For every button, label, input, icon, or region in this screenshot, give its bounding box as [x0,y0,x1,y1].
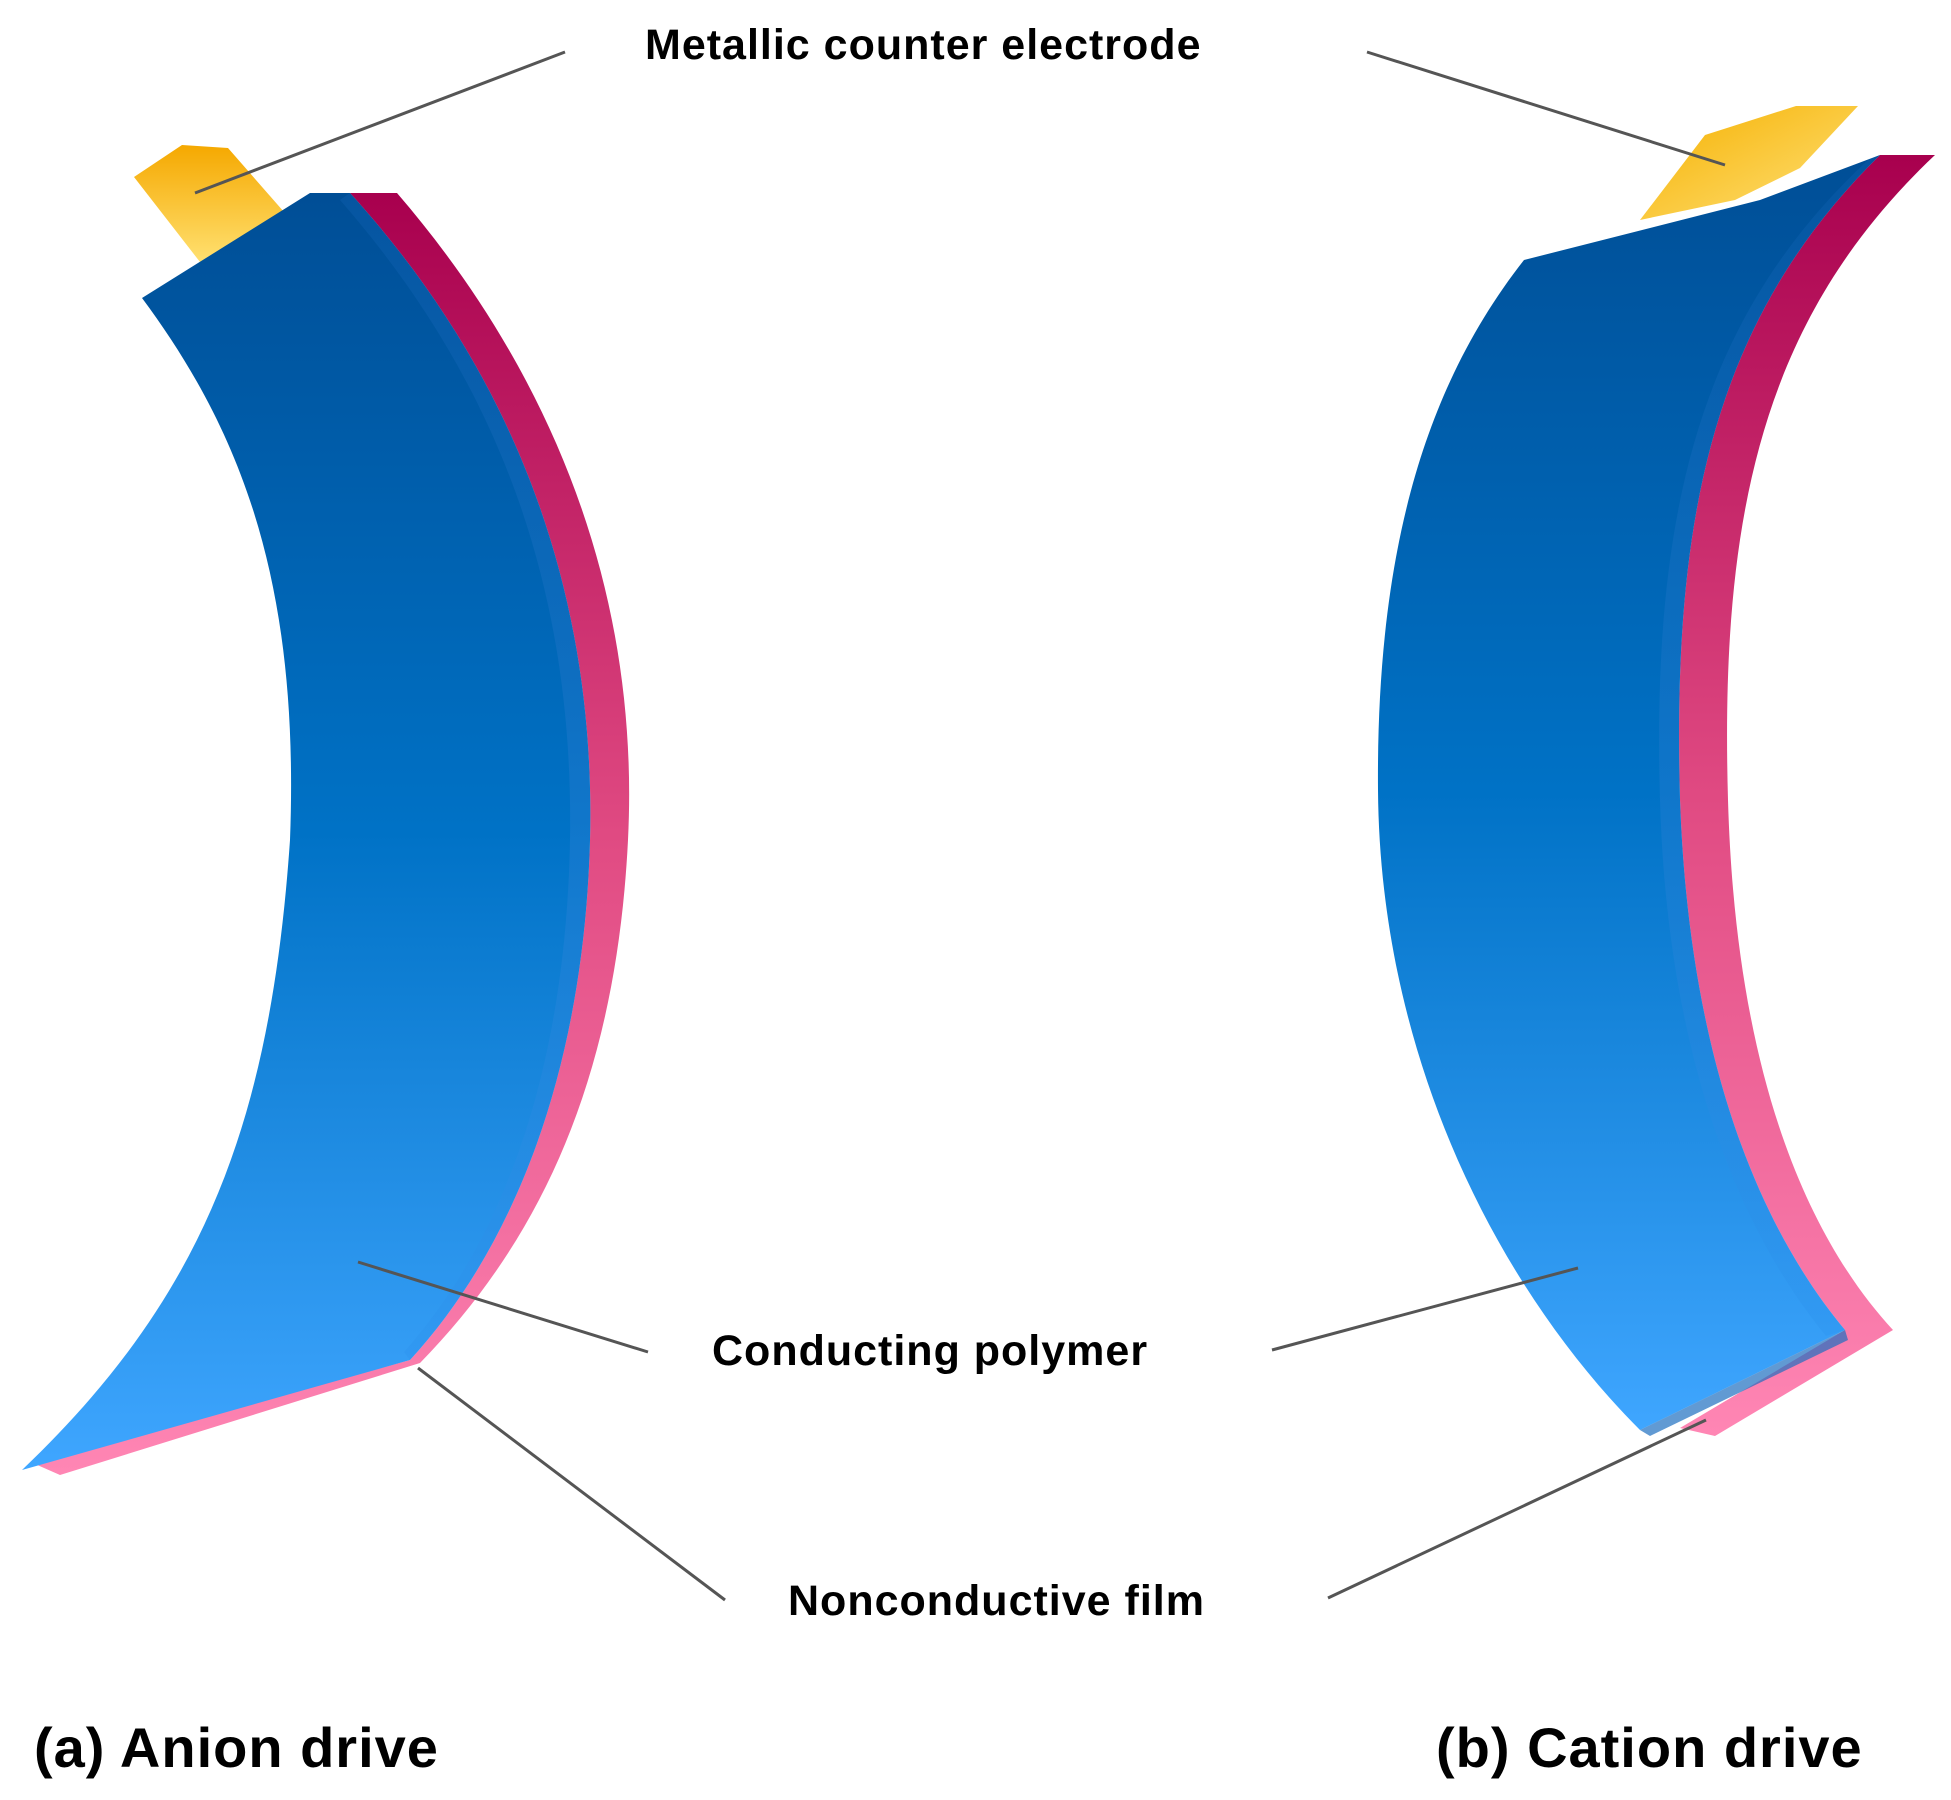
leader-lines [194,50,1726,1602]
conducting-polymer-label: Conducting polymer [712,1327,1149,1375]
conducting-polymer-b [1377,155,1880,1430]
nonconductive-film-b [1679,155,1935,1436]
leader-line-film-a [417,1366,726,1602]
leader-line-electrode-a [194,50,566,195]
leader-line-film-b [1327,1418,1707,1600]
nonconductive-film-label: Nonconductive film [788,1577,1205,1625]
cation-drive-strip [1377,106,1935,1436]
leader-line-polymer-b [1271,1266,1579,1352]
conducting-polymer-a-edge [340,193,591,1360]
leader-line-electrode-b [1366,50,1726,167]
panel-b-label: (b) Cation drive [1436,1716,1863,1779]
conducting-polymer-b-seam [1640,1330,1848,1436]
conducting-polymer-a [22,193,591,1470]
leader-line-polymer-a [357,1260,649,1354]
anion-drive-strip [22,145,630,1475]
metallic-electrode-b [1640,106,1858,220]
panel-a-label: (a) Anion drive [34,1716,439,1779]
metallic-counter-electrode-label: Metallic counter electrode [645,21,1202,69]
